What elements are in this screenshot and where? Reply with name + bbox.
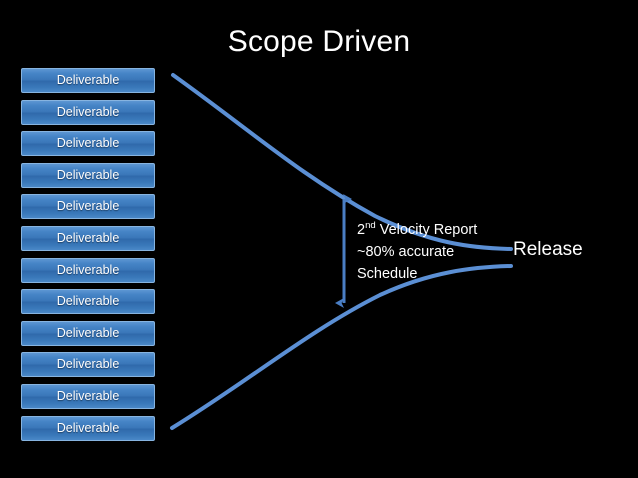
deliverable-box[interactable]: Deliverable xyxy=(21,68,155,93)
deliverable-box[interactable]: Deliverable xyxy=(21,257,155,283)
deliverable-box[interactable]: Deliverable xyxy=(21,226,155,251)
deliverable-box[interactable]: Deliverable xyxy=(21,352,155,378)
annotation-line-1-suffix: Velocity Report xyxy=(375,222,478,238)
deliverable-box[interactable]: Deliverable xyxy=(21,131,155,157)
deliverable-box[interactable]: Deliverable xyxy=(21,162,155,188)
annotation-line-1-prefix: 2 xyxy=(357,222,366,238)
deliverable-box[interactable]: Deliverable xyxy=(21,194,155,220)
page-title: Scope Driven xyxy=(227,25,411,58)
annotation-line-3: Schedule xyxy=(357,266,418,282)
lower-funnel-curve xyxy=(170,264,513,430)
annotation-line-1: 2nd Velocity Report xyxy=(357,219,477,241)
deliverable-box[interactable]: Deliverable xyxy=(21,320,155,346)
deliverable-box[interactable]: Deliverable xyxy=(21,384,155,409)
annotation-line-2: ~80% accurate xyxy=(357,244,455,260)
release-label: Release xyxy=(513,239,583,260)
deliverable-box[interactable]: Deliverable xyxy=(21,289,155,315)
deliverable-box[interactable]: Deliverable xyxy=(21,415,155,441)
annotation-ordinal-superscript: nd xyxy=(365,220,376,232)
deliverable-box[interactable]: Deliverable xyxy=(21,99,155,125)
velocity-annotation: 2nd Velocity Report ~80% accurate Schedu… xyxy=(357,219,477,285)
